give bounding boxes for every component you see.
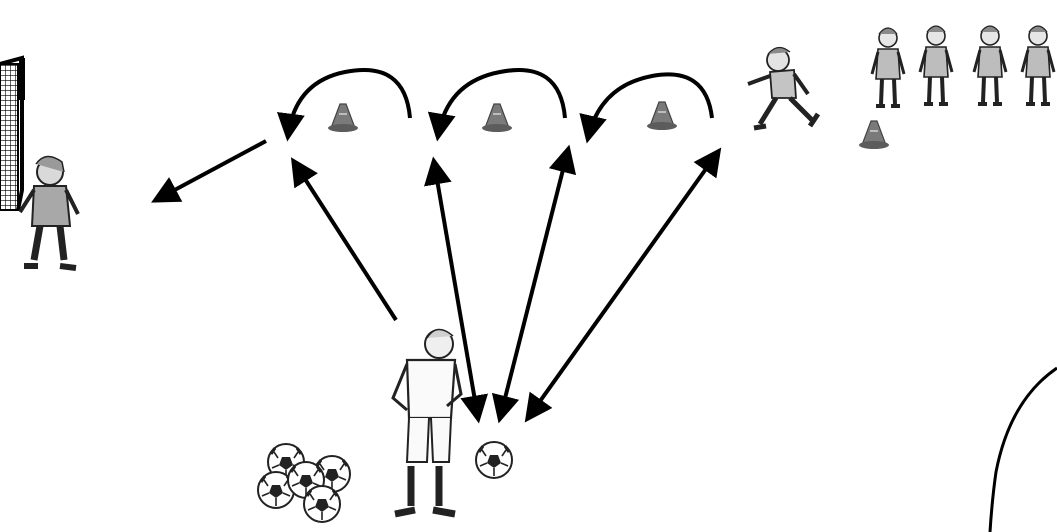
pass-arrow bbox=[524, 147, 722, 423]
cone-icon bbox=[327, 103, 359, 133]
waiting-player-icon bbox=[870, 26, 906, 108]
cone-arc-arrow bbox=[579, 72, 714, 144]
waiting-player-icon bbox=[972, 24, 1008, 106]
cone-icon bbox=[858, 120, 890, 150]
goal-net-icon bbox=[0, 55, 25, 211]
cone-icon bbox=[646, 101, 678, 131]
running-player-icon bbox=[747, 46, 821, 131]
goalkeeper-icon bbox=[18, 155, 80, 271]
cone-arc-arrow bbox=[427, 67, 567, 142]
waiting-player-icon bbox=[918, 24, 954, 106]
waiting-player-icon bbox=[1020, 24, 1056, 106]
pass-to-keeper-arrow bbox=[151, 139, 267, 203]
pass-arrow bbox=[423, 156, 489, 424]
cone-icon bbox=[481, 103, 513, 133]
field-curve-line bbox=[988, 366, 1057, 532]
soccer-ball-icon bbox=[474, 440, 514, 480]
player-run-arrow bbox=[290, 157, 398, 322]
soccer-ball-icon bbox=[302, 484, 342, 524]
cone-arc-arrow bbox=[277, 67, 412, 142]
central-player-icon bbox=[391, 328, 463, 518]
